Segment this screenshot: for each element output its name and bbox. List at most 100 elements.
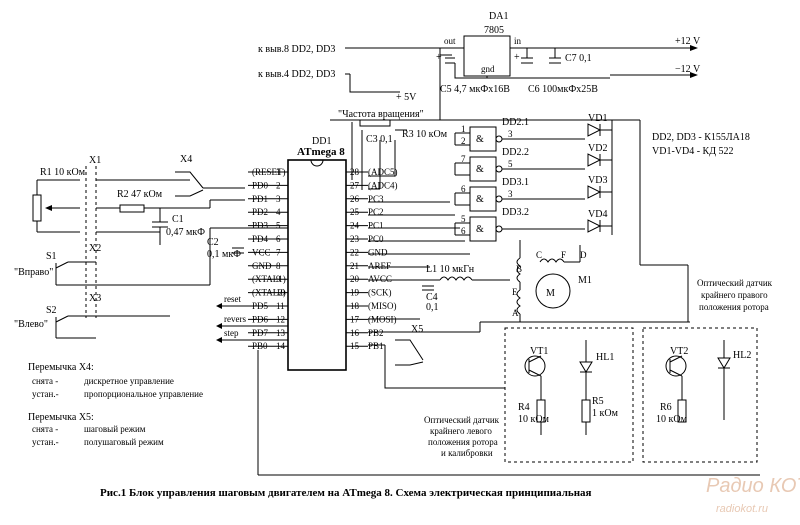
x5-pin — [395, 339, 424, 361]
nand-bubble — [495, 195, 503, 203]
sensor-left-caption-3: положения ротора — [428, 437, 498, 447]
mcu-pin-name: PD1 — [252, 194, 268, 204]
nand-symbol: & — [476, 134, 484, 145]
diode-label: VD1 — [588, 113, 607, 124]
r3-label: R3 10 кОм — [402, 129, 448, 140]
signal-reset: reset — [224, 294, 241, 304]
mcu-pin-number: 9 — [276, 274, 281, 284]
parts-note-1: DD2, DD3 - К155ЛА18 — [652, 132, 750, 143]
mcu-pin-number: 5 — [276, 221, 281, 231]
mcu-pin-number: 22 — [350, 247, 359, 257]
regulator-in: in — [514, 36, 522, 46]
plus12-label: +12 V — [675, 36, 701, 47]
r4-value: 10 кОм — [518, 414, 550, 425]
vt1-label: VT1 — [530, 346, 548, 357]
tap-a: A — [512, 308, 519, 318]
motor-symbol: M — [546, 288, 555, 299]
pin8-label: к выв.8 DD2, DD3 — [258, 44, 335, 55]
freq-label: "Частота вращения" — [338, 109, 424, 120]
x4-note-k2: устан.- — [32, 389, 59, 399]
mcu-pin-name: PC2 — [368, 207, 384, 217]
mcu-pin-number: 6 — [276, 234, 281, 244]
hl1-diode — [579, 361, 593, 373]
mcu-pin-number: 21 — [350, 261, 359, 271]
mcu-pin-number: 24 — [350, 221, 360, 231]
transistor-collector — [669, 355, 683, 363]
c7-label: C7 0,1 — [565, 53, 592, 64]
sensor-left-box — [504, 327, 634, 463]
diode-triangle — [587, 219, 602, 233]
mcu-pin-name: AREF — [368, 261, 391, 271]
motor-circle — [535, 273, 571, 309]
x5-note-k1: снята - — [32, 424, 58, 434]
gate-pin: 5 — [508, 159, 513, 169]
mcu-pin-number: 27 — [350, 180, 360, 190]
mcu-pin-number: 20 — [350, 274, 360, 284]
c3-label: C3 0,1 — [366, 134, 393, 145]
c4-name: C4 — [426, 292, 438, 303]
mcu-pin-number: 1 — [276, 167, 281, 177]
gate-pin: 3 — [508, 129, 513, 139]
x5-note-v2: полушаговый режим — [84, 437, 164, 447]
x4-note-v2: пропорциональное управление — [84, 389, 203, 399]
mcu-notch — [310, 159, 324, 167]
l1-coil — [439, 276, 473, 281]
r1-body — [32, 194, 42, 222]
x5-pin — [395, 361, 424, 366]
mcu-pin-name: PC0 — [368, 234, 384, 244]
mcu-pin-name: PD2 — [252, 207, 268, 217]
mcu-pin-name: PD6 — [252, 314, 269, 324]
mcu-pin-name: GND — [368, 247, 388, 257]
hl2-diode — [717, 357, 731, 369]
mcu-pin-name: (RESET) — [252, 167, 286, 177]
dd1-label: DD1 — [312, 136, 331, 147]
gate-pin: 1 — [461, 124, 466, 134]
diode-triangle — [587, 123, 602, 137]
mcu-pin-number: 7 — [276, 247, 281, 257]
mcu-pin-number: 8 — [276, 261, 281, 271]
s2-name: S2 — [46, 305, 57, 316]
plus-sign: + — [514, 52, 520, 63]
arrow-icon — [216, 323, 222, 329]
mcu-pin-name: PB1 — [368, 341, 384, 351]
ground-rail — [454, 63, 610, 79]
watermark-logo: Радио КОТ — [706, 475, 800, 497]
x4-note-v1: дискретное управление — [84, 376, 174, 386]
sensor-left-caption-2: крайнего левого — [430, 426, 492, 436]
gate-name: DD3.1 — [502, 177, 529, 188]
mcu-pin-name: PD3 — [252, 221, 269, 231]
gate-name: DD2.2 — [502, 147, 529, 158]
mcu-pin-name: (MISO) — [368, 301, 397, 311]
x4-note-k1: снята - — [32, 376, 58, 386]
mcu-pin-number: 14 — [276, 341, 286, 351]
mcu-body — [287, 159, 347, 371]
nand-symbol: & — [476, 164, 484, 175]
x4-pin — [175, 171, 204, 189]
arrow-icon — [690, 72, 698, 78]
tap-e: E — [512, 287, 518, 297]
regulator-out: out — [444, 36, 456, 46]
c6-label: C6 100мкФх25В — [528, 84, 598, 95]
regulator-part: 7805 — [484, 25, 504, 36]
x4-note-title: Перемычка X4: — [28, 362, 94, 373]
mcu-pin-number: 23 — [350, 234, 360, 244]
gate-pin: 6 — [461, 226, 466, 236]
switch-blade — [55, 315, 69, 323]
r2-label: R2 47 кОм — [117, 189, 163, 200]
nand-bubble — [495, 225, 503, 233]
regulator-name: DA1 — [489, 11, 508, 22]
plus5v-label: + 5V — [396, 92, 417, 103]
x4-label: X4 — [180, 154, 192, 165]
c2-value: 0,1 мкФ — [207, 249, 241, 260]
mcu-title: ATmega 8 — [297, 146, 345, 158]
pin4-label: к выв.4 DD2, DD3 — [258, 69, 335, 80]
c5-label: C5 4,7 мкФх16В — [440, 84, 510, 95]
r5-name: R5 — [592, 396, 604, 407]
s1-label: "Вправо" — [14, 267, 53, 278]
r6-body — [677, 399, 687, 423]
